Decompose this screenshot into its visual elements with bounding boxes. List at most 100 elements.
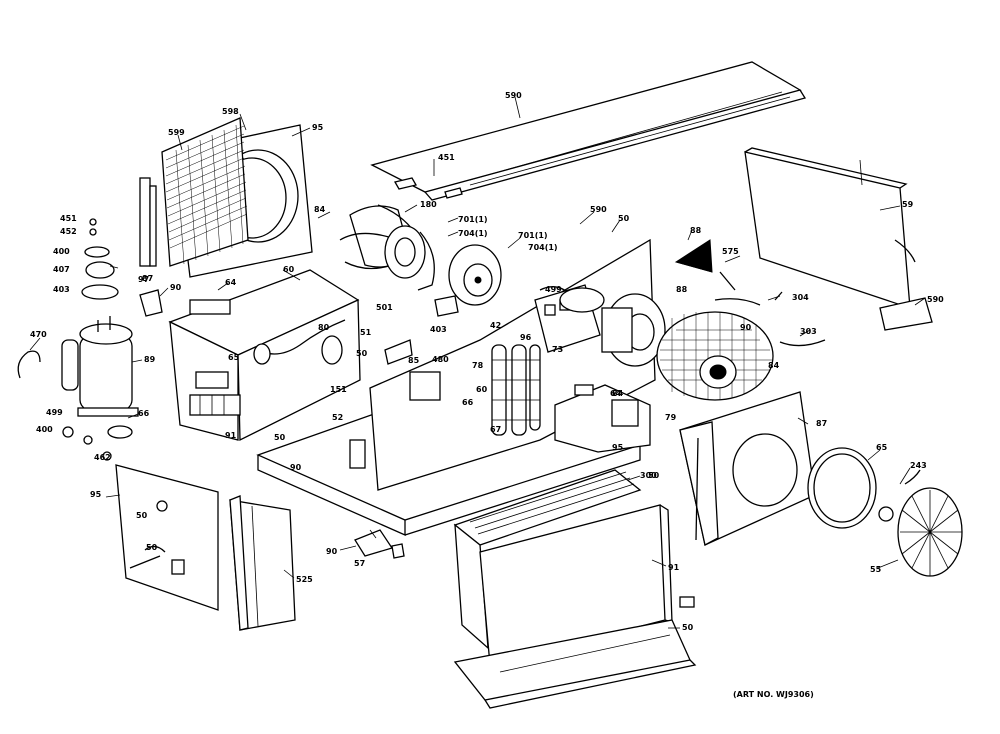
label-control-h: 73	[552, 345, 563, 354]
label-tube-f: 91	[225, 431, 237, 440]
label-blower-wheel: 84	[768, 361, 780, 370]
label-control-i: 64	[610, 389, 622, 398]
label-control-a: 499	[545, 285, 562, 294]
condenser-shroud	[139, 117, 313, 278]
label-fitting-b: 52	[332, 413, 343, 422]
condenser-fan-blade	[339, 204, 435, 291]
label-small-right: 84	[612, 389, 624, 398]
mount-bracket	[354, 529, 405, 559]
label-heater-b: 403	[430, 325, 447, 334]
heater-bracket	[674, 239, 713, 273]
label-blower-scroll: 90	[740, 323, 752, 332]
label-fitting-c: 50	[274, 433, 286, 442]
art-number: (ART NO. WJ9306)	[733, 690, 814, 699]
label-front-clip: 50	[682, 623, 694, 632]
label-evaporator: 50	[648, 471, 660, 480]
label-bracket-d: 57	[354, 559, 365, 568]
front-panel	[453, 504, 697, 709]
label-motor: 88	[676, 285, 688, 294]
label-grommet-b: 407	[53, 265, 70, 274]
label-orifice: 65	[876, 443, 888, 452]
label-gasket-strip: 525	[296, 575, 313, 584]
label-spring-b: 452	[60, 227, 77, 236]
gasket-strip	[229, 495, 296, 631]
label-control-j: 79	[665, 413, 677, 422]
heater-coils	[491, 344, 541, 436]
label-right-panel: 59	[902, 200, 914, 209]
label-partition: 480	[432, 355, 449, 364]
label-screw-e: 84	[314, 205, 326, 214]
label-screw-c: 701(1)	[518, 231, 548, 240]
label-control-c: 42	[490, 321, 501, 330]
label-fan-blade: 180	[420, 200, 437, 209]
evaporator-blower-fan	[878, 469, 963, 577]
label-compressor: 89	[144, 355, 156, 364]
label-bracket-a: 590	[590, 205, 607, 214]
label-top-cover: 590	[505, 91, 522, 100]
label-wire-a: 303	[800, 327, 817, 336]
label-blower-fan: 55	[870, 565, 882, 574]
label-front-panel: 91	[668, 563, 680, 572]
label-control-d: 78	[472, 361, 484, 370]
label-access-screw: 50	[136, 511, 148, 520]
compressor	[17, 316, 139, 417]
label-screw-d: 704(1)	[528, 243, 558, 252]
label-filter-right: 88	[690, 226, 702, 235]
top-cover	[370, 61, 807, 201]
access-panel	[115, 464, 219, 611]
label-screw-b: 704(1)	[458, 229, 488, 238]
label-tube-b: 65	[228, 353, 240, 362]
label-tube-a: 66	[138, 409, 150, 418]
label-capacitor-b: 462	[94, 453, 111, 462]
label-heater-plug: 304	[792, 293, 809, 302]
label-condenser-grille-a: 598	[222, 107, 239, 116]
label-screw-f: 95	[612, 443, 624, 452]
leader-lines	[29, 96, 926, 629]
label-filter-left: 87	[142, 274, 153, 283]
label-right-mount: 590	[927, 295, 944, 304]
label-tube-c: 80	[318, 323, 330, 332]
compressor-hardware	[62, 218, 163, 461]
label-pin: 60	[283, 265, 295, 274]
label-spring-a: 451	[60, 214, 77, 223]
grille-mesh	[165, 124, 248, 265]
control-box	[168, 269, 361, 442]
heater-wires	[714, 271, 826, 347]
fan-motor	[434, 244, 502, 317]
blower-motor	[559, 287, 666, 367]
label-capacitor-a: 400	[36, 425, 53, 434]
label-bracket-b: 50	[618, 214, 630, 223]
right-side-panel	[744, 147, 933, 331]
label-fitting-a: 151	[330, 385, 347, 394]
blower-wheel	[656, 311, 774, 401]
bulkhead	[679, 391, 816, 546]
label-relay: 470	[30, 330, 47, 339]
label-access-knob: 50	[146, 543, 158, 552]
electrical-box	[554, 384, 651, 453]
label-heater-a: 501	[376, 303, 393, 312]
label-control-e: 60	[476, 385, 488, 394]
label-cap: 64	[225, 278, 237, 287]
orifice-ring	[807, 447, 877, 529]
label-control-b: 96	[520, 333, 532, 342]
label-grommet-c: 403	[53, 285, 70, 294]
label-condenser-grille-b: 599	[168, 128, 185, 137]
label-control-g: 67	[490, 425, 501, 434]
label-bulkhead: 87	[816, 419, 827, 428]
label-bracket-c: 90	[326, 547, 338, 556]
callout-labels: 590 451 598 599 95 59 590 180 701(1) 704…	[30, 91, 944, 632]
label-wire-b: 300	[640, 471, 657, 480]
evaporator-coil	[453, 469, 642, 650]
label-tube-e: 50	[356, 349, 368, 358]
label-heater-coil: 575	[722, 247, 739, 256]
label-blower-clip: 243	[910, 461, 927, 470]
label-clip: 97	[138, 275, 149, 284]
label-drain-pan: 85	[408, 356, 420, 365]
label-grommet-a: 400	[53, 247, 70, 256]
label-tube-d: 51	[360, 328, 372, 337]
label-screw-a: 701(1)	[458, 215, 488, 224]
label-shroud: 95	[312, 123, 324, 132]
label-nut: 90	[170, 283, 182, 292]
label-control-f: 66	[462, 398, 474, 407]
